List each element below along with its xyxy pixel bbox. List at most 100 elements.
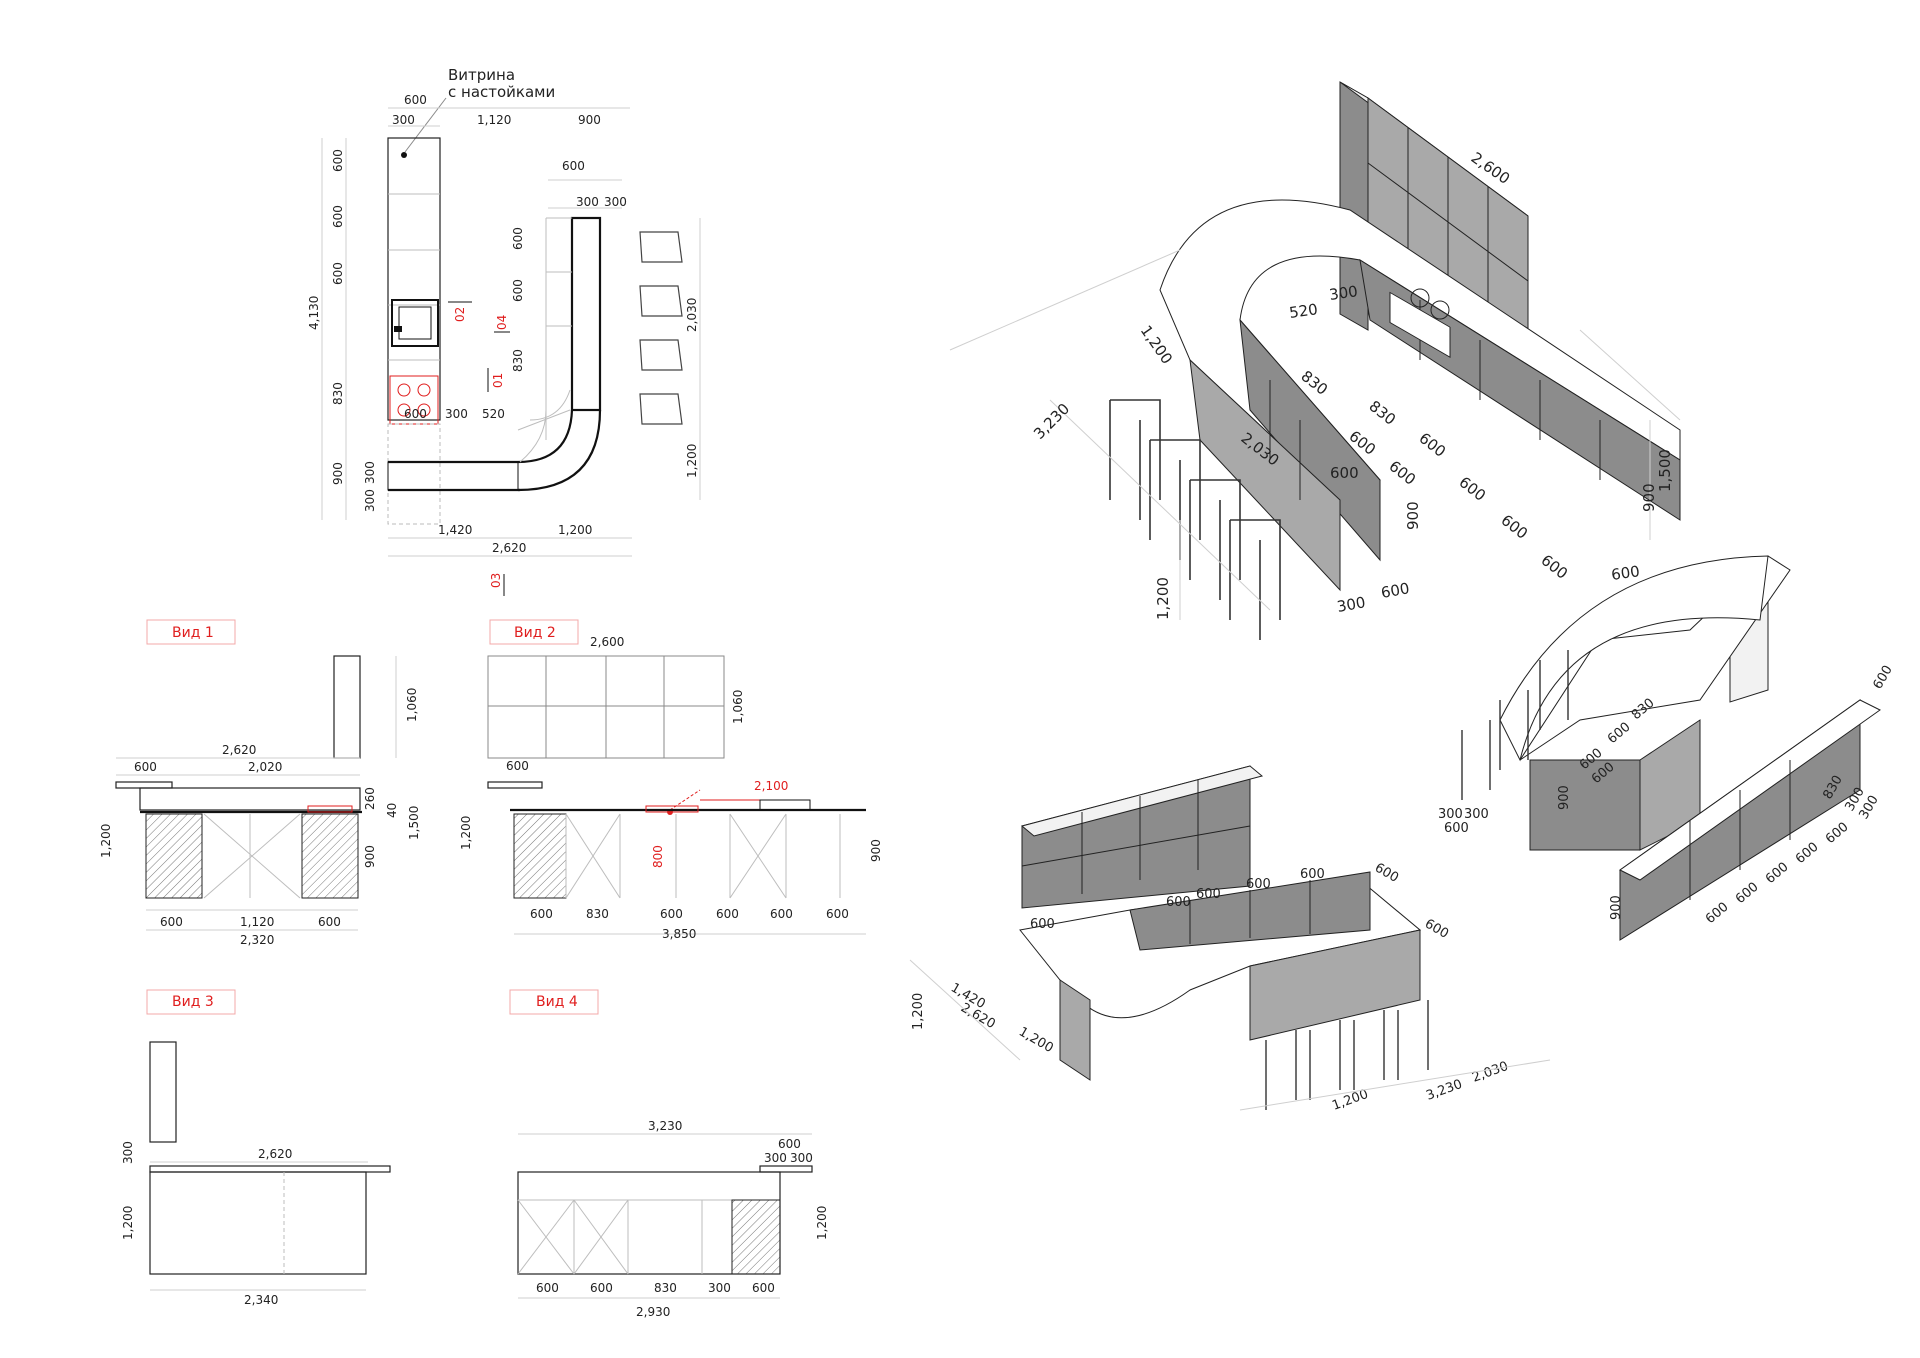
v2-dim-3: 2,100 bbox=[754, 779, 788, 793]
plan-dim-top-3: 900 bbox=[578, 113, 601, 127]
v1-dim-1: 600 bbox=[134, 760, 157, 774]
plan-dim-top-1: 300 bbox=[392, 113, 415, 127]
plan-dim-top-6: 300 bbox=[604, 195, 627, 209]
plan-note-line1: Витрина bbox=[448, 66, 515, 84]
iso1-dim-21: 300 bbox=[1336, 593, 1367, 616]
plan-dim-bottom-1: 1,200 bbox=[558, 523, 592, 537]
v4-dim-3: 300 bbox=[790, 1151, 813, 1165]
v4-dim-6: 600 bbox=[590, 1281, 613, 1295]
iso-view-3: 600 600 600 600 600 600 600 1,420 2,620 … bbox=[909, 765, 1551, 1114]
v2-dim-1: 1,060 bbox=[731, 690, 745, 724]
v2-dim-4: 1,200 bbox=[459, 816, 473, 850]
v4-dim-2: 300 bbox=[764, 1151, 787, 1165]
iso2-dim-5: 900 bbox=[1557, 785, 1572, 810]
v3-dim-0: 2,620 bbox=[258, 1147, 292, 1161]
plan-view: Витрина с настойками 600 300 1,120 900 6… bbox=[307, 66, 701, 596]
iso1-dim-14: 600 bbox=[1538, 551, 1572, 583]
v2-dim-2: 600 bbox=[506, 759, 529, 773]
plan-dim-inner-1: 600 bbox=[511, 279, 525, 302]
iso1-dim-12: 600 bbox=[1456, 473, 1490, 505]
iso3-dim-3: 600 bbox=[1300, 867, 1325, 882]
plan-dim-left-5: 900 bbox=[331, 462, 345, 485]
v2-dim-6: 900 bbox=[869, 839, 883, 862]
iso3-dim-5: 600 bbox=[1422, 916, 1451, 941]
plan-dim-left-6: 300 bbox=[363, 461, 377, 484]
iso3-dim-6: 600 bbox=[1030, 917, 1055, 932]
iso1-dim-17: 900 bbox=[1640, 483, 1658, 512]
v2-dim-0: 2,600 bbox=[590, 635, 624, 649]
plan-dim-left-7: 300 bbox=[363, 489, 377, 512]
iso3-dim-1: 600 bbox=[1196, 887, 1221, 902]
iso3-dim-12: 3,230 bbox=[1424, 1077, 1464, 1104]
view-3: Вид 3 2,620 300 1,200 2,340 bbox=[121, 989, 391, 1307]
v1-dim-11: 600 bbox=[318, 915, 341, 929]
iso1-dim-9: 600 bbox=[1386, 457, 1420, 489]
plan-dim-top-2: 1,120 bbox=[477, 113, 511, 127]
iso-view-1: 2,600 1,200 3,230 520 300 830 2,030 830 … bbox=[949, 81, 1681, 640]
plan-dim-bottom-0: 1,420 bbox=[438, 523, 472, 537]
plan-dim-inner-3: 600 bbox=[404, 407, 427, 421]
v2-dim-8: 830 bbox=[586, 907, 609, 921]
iso1-dim-13: 600 bbox=[1498, 511, 1532, 543]
v1-dim-3: 1,060 bbox=[405, 688, 419, 722]
iso1-dim-1: 1,200 bbox=[1137, 322, 1176, 368]
plan-dim-left-3: 4,130 bbox=[307, 296, 321, 330]
iso-view-2: 600 830 600 600 600 900 300 300 600 830 … bbox=[1438, 555, 1896, 941]
iso3-dim-9: 1,200 bbox=[1016, 1024, 1056, 1056]
v1-dim-4: 260 bbox=[363, 787, 377, 810]
iso1-dim-7: 830 bbox=[1366, 397, 1400, 429]
iso2-dim-16: 600 bbox=[1793, 840, 1822, 867]
v1-dim-2: 2,020 bbox=[248, 760, 282, 774]
plan-marker-01: 01 bbox=[491, 373, 505, 388]
v4-dim-0: 3,230 bbox=[648, 1119, 682, 1133]
plan-marker-03: 03 bbox=[489, 573, 503, 588]
v2-dim-9: 600 bbox=[660, 907, 683, 921]
plan-dim-inner-2: 830 bbox=[511, 349, 525, 372]
iso3-dim-11: 1,200 bbox=[1330, 1087, 1370, 1114]
iso3-dim-10: 1,200 bbox=[911, 993, 926, 1030]
v2-dim-7: 600 bbox=[530, 907, 553, 921]
view-4-label: Вид 4 bbox=[536, 994, 578, 1010]
iso3-dim-2: 600 bbox=[1246, 877, 1271, 892]
view-1: Вид 1 1,060 2,620 600 2,020 260 40 1,500… bbox=[99, 619, 421, 947]
plan-marker-04: 04 bbox=[495, 315, 509, 330]
iso1-dim-19: 600 bbox=[1380, 579, 1411, 602]
iso2-dim-13: 600 bbox=[1703, 900, 1732, 927]
v3-dim-1: 300 bbox=[121, 1141, 135, 1164]
v1-dim-7: 1,200 bbox=[99, 824, 113, 858]
v1-dim-5: 40 bbox=[385, 803, 399, 818]
plan-dim-inner-5: 520 bbox=[482, 407, 505, 421]
view-1-label: Вид 1 bbox=[172, 625, 214, 641]
v3-dim-3: 2,340 bbox=[244, 1293, 278, 1307]
view-4: Вид 4 3,230 600 300 300 1,200 600 600 83… bbox=[509, 989, 829, 1319]
iso1-dim-18: 900 bbox=[1404, 501, 1422, 530]
plan-dim-left-0: 600 bbox=[331, 149, 345, 172]
plan-dim-inner-4: 300 bbox=[445, 407, 468, 421]
iso2-dim-0: 600 bbox=[1870, 663, 1895, 692]
v2-dim-5: 800 bbox=[651, 845, 665, 868]
iso3-dim-4: 600 bbox=[1372, 860, 1401, 885]
plan-dim-inner-0: 600 bbox=[511, 227, 525, 250]
v2-dim-11: 600 bbox=[770, 907, 793, 921]
iso1-dim-16: 1,500 bbox=[1656, 449, 1674, 492]
v1-dim-6: 1,500 bbox=[407, 806, 421, 840]
iso1-dim-15: 600 bbox=[1610, 562, 1641, 584]
v4-dim-1: 600 bbox=[778, 1137, 801, 1151]
v3-dim-2: 1,200 bbox=[121, 1206, 135, 1240]
v1-dim-12: 2,320 bbox=[240, 933, 274, 947]
iso1-dim-3: 520 bbox=[1288, 300, 1319, 322]
v2-dim-12: 600 bbox=[826, 907, 849, 921]
iso1-dim-10: 600 bbox=[1330, 464, 1359, 482]
view-2-label: Вид 2 bbox=[514, 625, 556, 641]
iso2-dim-14: 600 bbox=[1733, 880, 1762, 907]
v4-dim-5: 600 bbox=[536, 1281, 559, 1295]
v4-dim-8: 300 bbox=[708, 1281, 731, 1295]
iso2-dim-17: 600 bbox=[1823, 820, 1852, 847]
view-3-label: Вид 3 bbox=[172, 994, 214, 1010]
iso2-dim-2: 600 bbox=[1605, 720, 1634, 747]
plan-dim-right-0: 2,030 bbox=[685, 298, 699, 332]
v4-dim-4: 1,200 bbox=[815, 1206, 829, 1240]
plan-dim-top-5: 300 bbox=[576, 195, 599, 209]
plan-dim-right-1: 1,200 bbox=[685, 444, 699, 478]
